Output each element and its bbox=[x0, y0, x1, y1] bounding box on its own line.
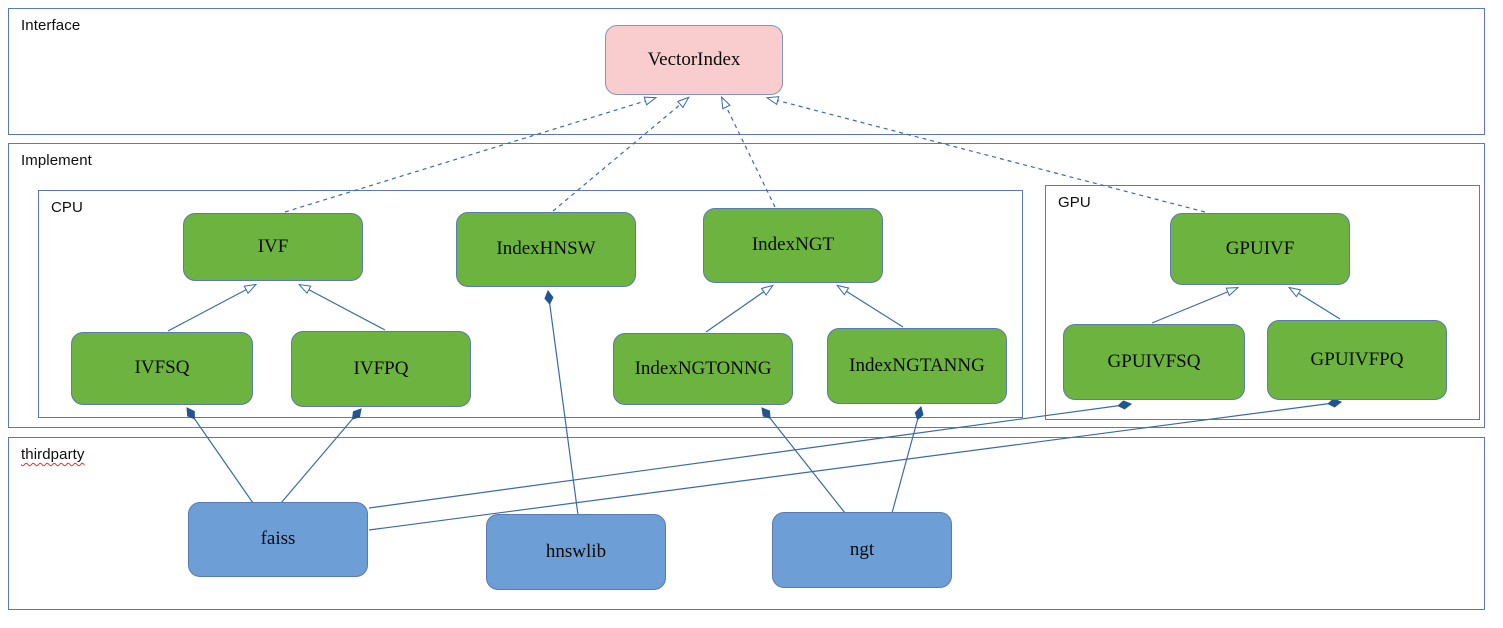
node-hnswlib[interactable]: hnswlib bbox=[486, 514, 666, 590]
node-indexngtonng[interactable]: IndexNGTONNG bbox=[613, 333, 793, 405]
node-indexhnsw[interactable]: IndexHNSW bbox=[456, 212, 636, 287]
node-label-faiss: faiss bbox=[260, 528, 296, 550]
group-label-cpu: CPU bbox=[51, 199, 83, 216]
node-indexngt[interactable]: IndexNGT bbox=[703, 208, 883, 283]
node-label-indexngtonng: IndexNGTONNG bbox=[634, 357, 772, 379]
node-label-ivf: IVF bbox=[257, 235, 289, 257]
node-label-indexhnsw: IndexHNSW bbox=[496, 238, 596, 260]
group-label-implement: Implement bbox=[21, 152, 92, 169]
node-ivf[interactable]: IVF bbox=[183, 213, 363, 281]
node-gpuivf[interactable]: GPUIVF bbox=[1170, 213, 1350, 285]
node-indexngtanng[interactable]: IndexNGTANNG bbox=[827, 328, 1007, 404]
node-label-indexngt: IndexNGT bbox=[751, 234, 835, 256]
node-label-hnswlib: hnswlib bbox=[545, 540, 607, 562]
node-label-ngt: ngt bbox=[849, 538, 875, 560]
node-label-gpuivfpq: GPUIVFPQ bbox=[1310, 348, 1404, 370]
node-vectorindex[interactable]: VectorIndex bbox=[605, 25, 783, 95]
node-label-ivfsq: IVFSQ bbox=[134, 357, 190, 379]
node-ivfsq[interactable]: IVFSQ bbox=[71, 332, 253, 405]
group-label-thirdparty: thirdparty bbox=[21, 446, 85, 463]
node-label-indexngtanng: IndexNGTANNG bbox=[849, 354, 985, 376]
node-gpuivfpq[interactable]: GPUIVFPQ bbox=[1267, 320, 1447, 400]
node-ngt[interactable]: ngt bbox=[772, 512, 952, 588]
node-label-vectorindex: VectorIndex bbox=[647, 48, 741, 70]
node-gpuivfsq[interactable]: GPUIVFSQ bbox=[1063, 324, 1245, 400]
node-faiss[interactable]: faiss bbox=[188, 502, 368, 577]
node-label-gpuivfsq: GPUIVFSQ bbox=[1107, 350, 1201, 372]
node-label-gpuivf: GPUIVF bbox=[1225, 237, 1295, 259]
node-label-ivfpq: IVFPQ bbox=[353, 357, 409, 379]
group-label-interface: Interface bbox=[21, 17, 81, 34]
group-label-gpu: GPU bbox=[1058, 194, 1091, 211]
node-ivfpq[interactable]: IVFPQ bbox=[291, 331, 471, 407]
